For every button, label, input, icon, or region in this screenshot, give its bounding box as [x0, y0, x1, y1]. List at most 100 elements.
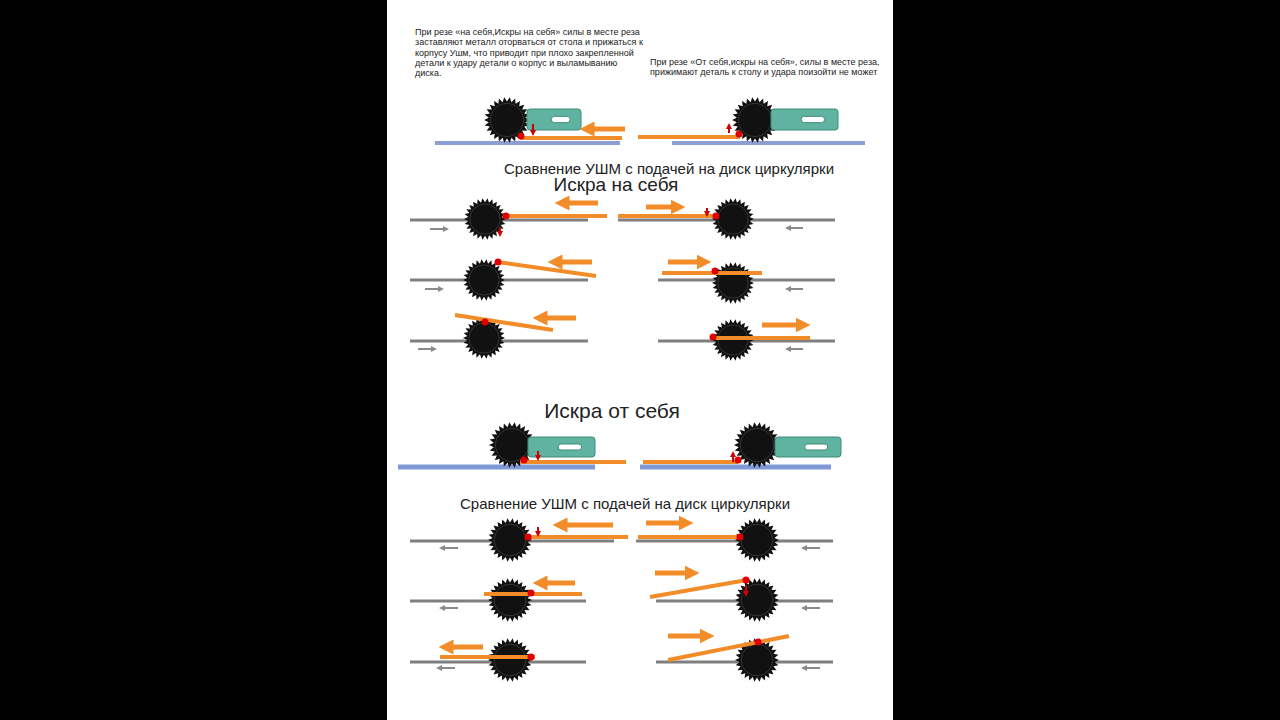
table-arrow	[442, 607, 458, 609]
saw-disc	[488, 578, 532, 622]
force-arrow	[499, 227, 501, 234]
workpiece	[712, 336, 810, 340]
disc-ring	[494, 524, 526, 556]
saw-disc	[735, 578, 779, 622]
table-arrow	[442, 547, 458, 549]
workpiece	[455, 315, 553, 330]
cut-point	[743, 577, 750, 584]
force-arrow	[732, 454, 734, 462]
cut-point	[528, 654, 535, 661]
saw-disc	[484, 97, 530, 143]
table-arrow	[425, 288, 441, 290]
cut-point	[503, 213, 510, 220]
feed-arrow	[555, 260, 592, 265]
saw-disc	[464, 198, 506, 240]
table-arrow	[788, 348, 803, 350]
cut-point	[736, 131, 743, 138]
cut-point	[712, 268, 719, 275]
workpiece	[643, 460, 738, 464]
saw-disc	[488, 518, 532, 562]
feed-arrow	[562, 201, 598, 206]
feed-arrow	[646, 521, 686, 526]
force-arrow	[532, 124, 534, 133]
section-title: Искра на себя	[554, 174, 679, 196]
note-left: При резе «на себя,Искры на себя» силы в …	[415, 27, 643, 79]
table-arrow	[804, 667, 820, 669]
workpiece	[650, 580, 747, 597]
cut-point	[737, 534, 744, 541]
cut-point	[525, 534, 532, 541]
saw-disc	[488, 638, 532, 682]
workpiece	[638, 135, 740, 139]
table	[398, 465, 595, 470]
grinder-body	[528, 437, 595, 457]
disc-ring	[469, 265, 499, 295]
force-arrow	[728, 126, 730, 133]
force-arrow	[537, 527, 539, 534]
cut-point	[521, 457, 528, 464]
grinder-slot	[801, 116, 824, 122]
grinder-body	[527, 109, 581, 130]
workpiece	[505, 214, 607, 218]
feed-arrow	[587, 127, 625, 132]
saw-disc	[712, 262, 754, 304]
saw-disc	[712, 198, 754, 240]
feed-arrow	[668, 634, 707, 639]
force-arrow	[706, 208, 708, 214]
grinder-body	[771, 109, 838, 130]
cut-point	[482, 319, 489, 326]
section-heading: Сравнение УШМ с подачей на диск циркуляр…	[460, 495, 790, 512]
grinder-slot	[551, 116, 570, 122]
disc-ring	[740, 428, 773, 461]
feed-arrow	[646, 205, 678, 210]
disc-ring	[741, 584, 773, 616]
table-arrow	[418, 348, 434, 350]
feed-arrow	[446, 645, 483, 650]
feed-arrow	[540, 316, 576, 321]
workpiece	[520, 460, 626, 464]
table-arrow	[804, 547, 820, 549]
disc-ring	[490, 103, 523, 136]
feed-arrow	[655, 571, 692, 576]
table	[640, 465, 831, 470]
cut-point	[713, 213, 720, 220]
workpiece	[638, 535, 740, 539]
workpiece	[618, 214, 718, 218]
table	[435, 141, 620, 145]
disc-ring	[741, 524, 773, 556]
table-arrow	[439, 667, 455, 669]
workpiece	[668, 636, 789, 660]
workpiece	[497, 262, 596, 276]
table-arrow	[804, 607, 820, 609]
workpiece	[520, 136, 622, 140]
cut-point	[755, 639, 762, 646]
table-arrow	[788, 288, 803, 290]
disc-ring	[469, 323, 499, 353]
section-title: Искра от себя	[544, 399, 680, 423]
feed-arrow	[540, 581, 575, 586]
disc-ring	[718, 204, 748, 234]
feed-arrow	[560, 523, 613, 528]
grinder-body	[775, 437, 841, 457]
disc-ring	[741, 644, 773, 676]
cut-point	[528, 590, 535, 597]
table-arrow	[430, 228, 446, 230]
disc-ring	[470, 204, 500, 234]
table-arrow	[788, 227, 803, 229]
table	[636, 540, 833, 543]
disc-ring	[494, 644, 526, 676]
disc-ring	[738, 103, 771, 136]
feed-arrow	[762, 323, 803, 328]
force-arrow	[537, 451, 539, 458]
cut-point	[735, 457, 742, 464]
grinder-slot	[805, 444, 828, 450]
force-arrow	[745, 585, 747, 594]
feed-arrow	[668, 260, 704, 265]
note-right: При резе «От себя,искры на себя», силы в…	[650, 57, 896, 78]
cut-point	[495, 259, 502, 266]
saw-disc	[463, 259, 505, 301]
table	[672, 141, 865, 145]
cut-point	[710, 334, 717, 341]
workpiece	[527, 535, 628, 539]
